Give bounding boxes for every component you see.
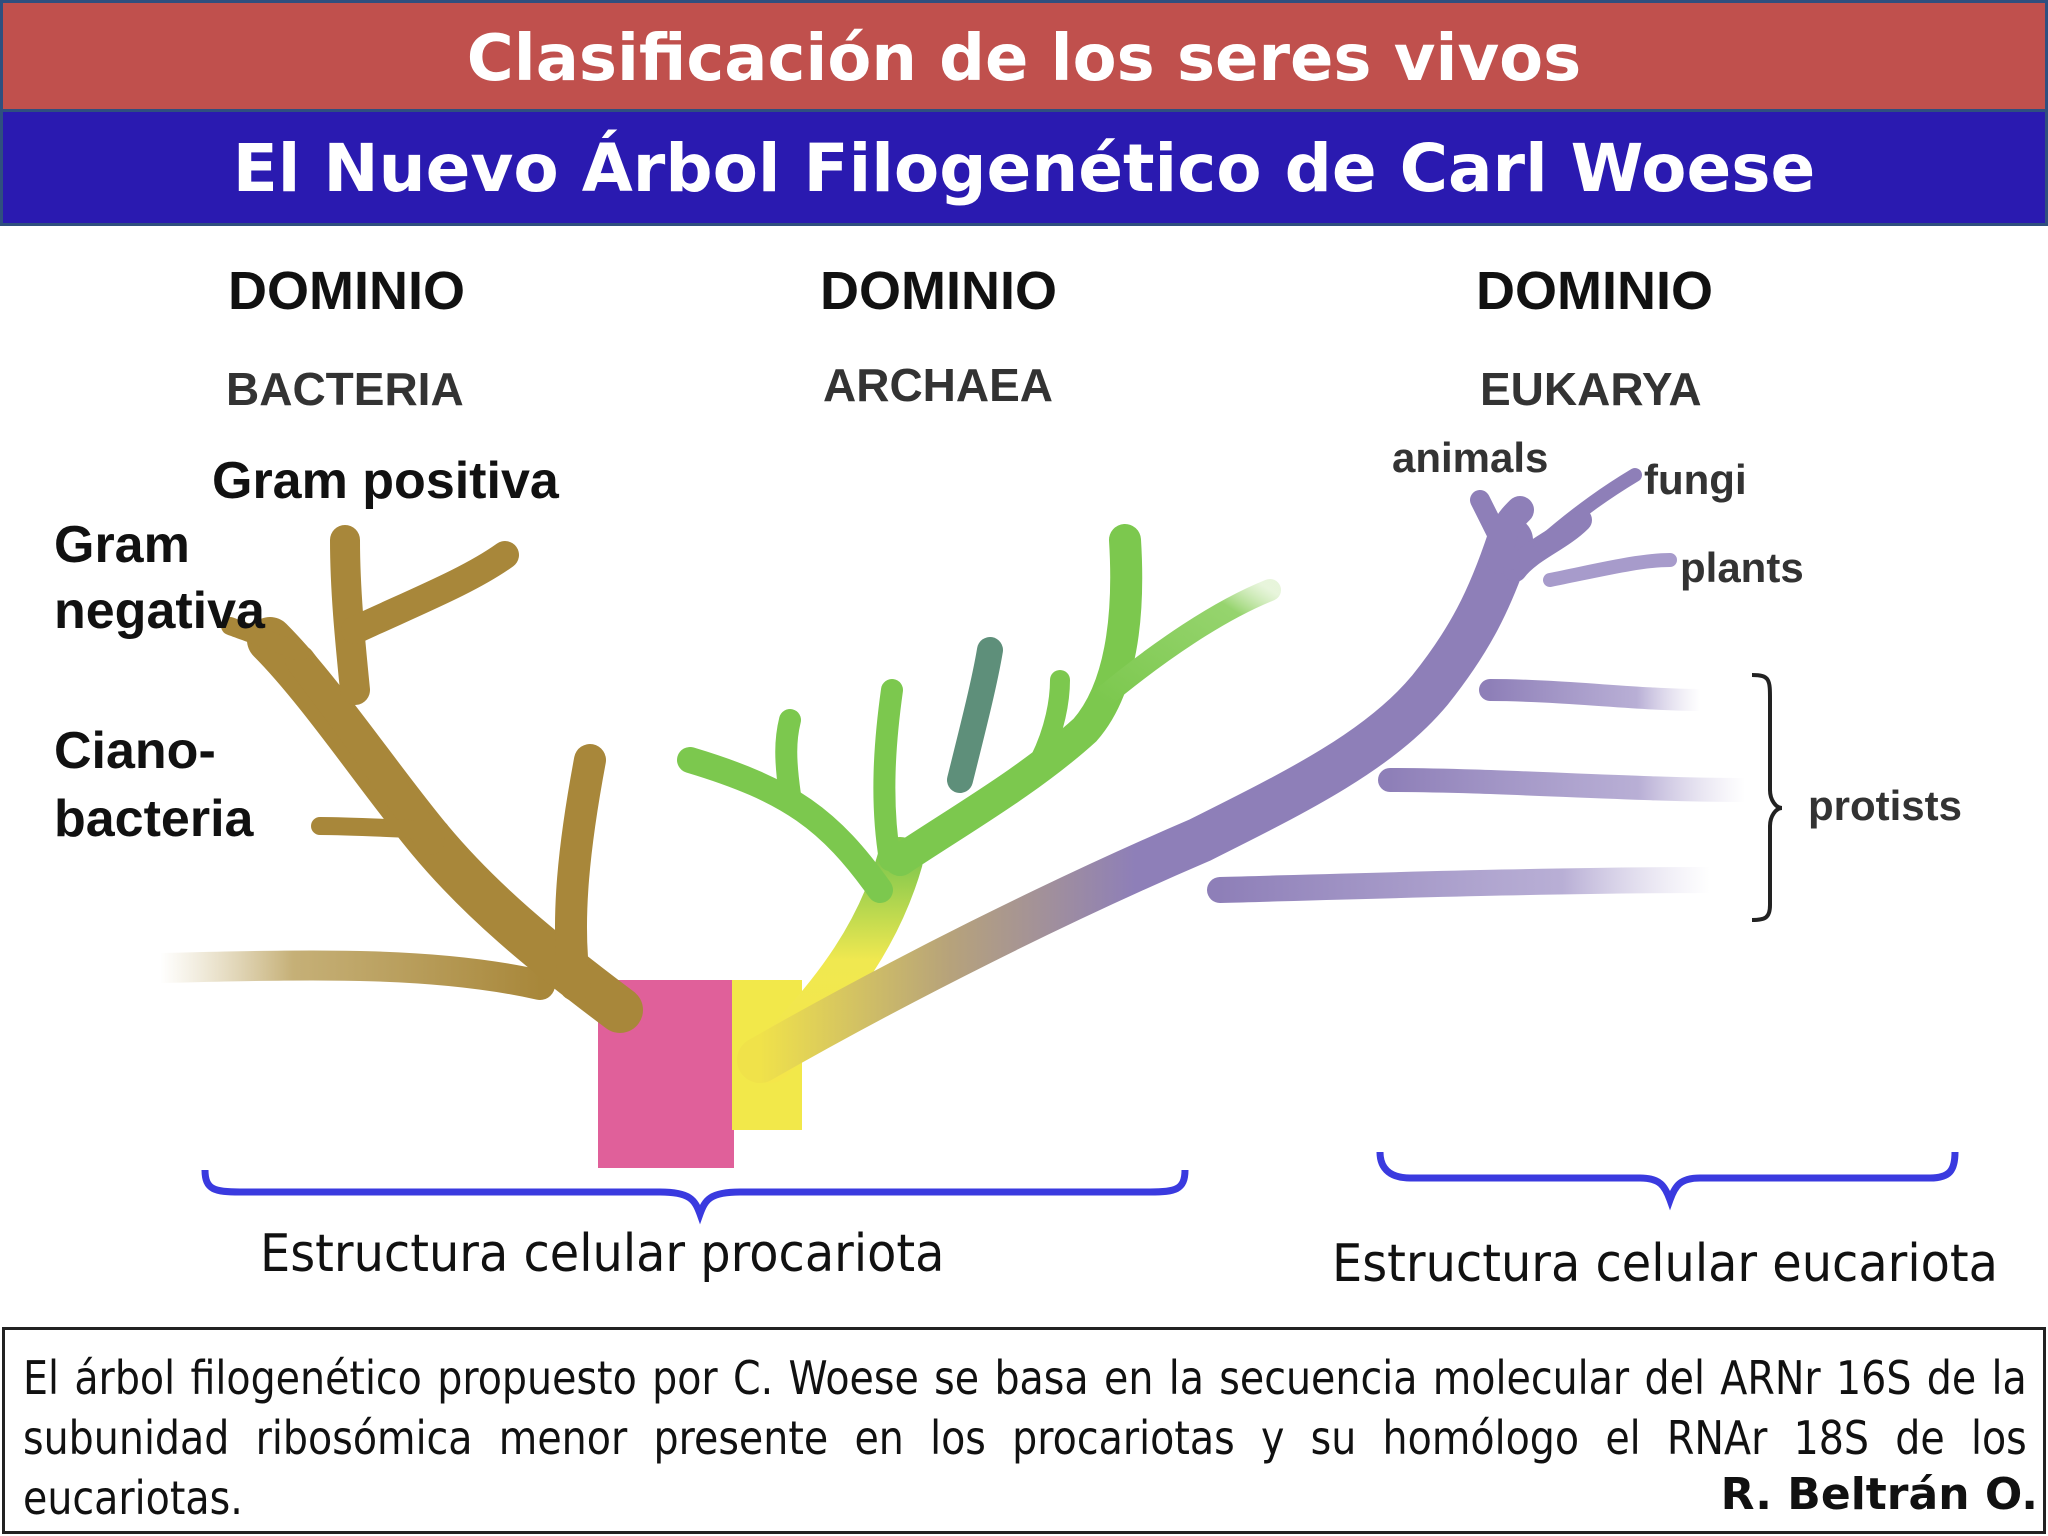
label-cyano-line1: Ciano- xyxy=(54,722,216,780)
caption-prokaryote: Estructura celular procariota xyxy=(260,1224,945,1284)
domain-name-bacteria: BACTERIA xyxy=(226,363,464,415)
caption-eukaryote: Estructura celular eucariota xyxy=(1332,1234,1998,1294)
domain-heading-archaea: DOMINIO xyxy=(820,261,1057,321)
domain-name-archaea: ARCHAEA xyxy=(823,359,1053,411)
label-plants: plants xyxy=(1680,544,1804,591)
label-cyano-line2: bacteria xyxy=(54,790,254,848)
eukaryote-brace xyxy=(1376,1151,1959,1211)
info-text: El árbol filogenético propuesto por C. W… xyxy=(23,1351,2027,1525)
label-gram-negative-line1: Gram xyxy=(54,516,190,574)
eukarya-branch xyxy=(737,468,1757,1083)
label-gram-positive: Gram positiva xyxy=(212,452,559,510)
label-protists: protists xyxy=(1808,782,1963,829)
page-subtitle: El Nuevo Árbol Filogenético de Carl Woes… xyxy=(232,130,1816,207)
bacteria-branch xyxy=(145,525,643,1033)
author-credit: R. Beltrán O. xyxy=(1700,1465,2042,1524)
title-banner: Clasificación de los seres vivos xyxy=(0,0,2048,112)
page-title: Clasificación de los seres vivos xyxy=(466,22,1582,96)
protists-bracket xyxy=(1751,673,1783,922)
label-gram-negative-line2: negativa xyxy=(54,582,265,640)
subtitle-banner: El Nuevo Árbol Filogenético de Carl Woes… xyxy=(0,112,2048,226)
domain-name-eukarya: EUKARYA xyxy=(1480,363,1702,415)
domain-heading-bacteria: DOMINIO xyxy=(228,261,465,321)
domain-heading-eukarya: DOMINIO xyxy=(1476,261,1713,321)
label-fungi: fungi xyxy=(1644,456,1747,503)
prokaryote-brace xyxy=(201,1169,1189,1225)
label-animals: animals xyxy=(1392,434,1549,481)
phylogenetic-tree xyxy=(145,468,1959,1225)
